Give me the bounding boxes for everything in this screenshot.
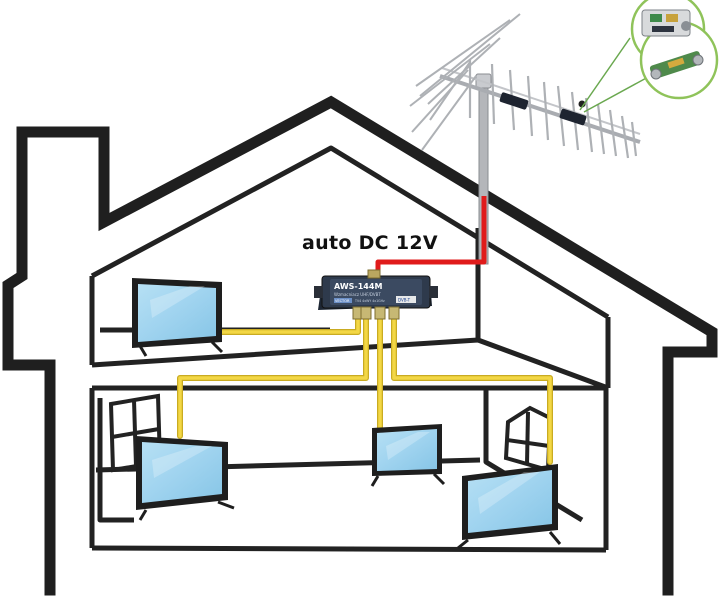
room-left-back-wall <box>97 398 134 523</box>
tv-icon-center <box>370 424 446 487</box>
power-callout-label: auto DC 12V <box>302 232 438 254</box>
window-icon-right <box>503 405 553 473</box>
house-outline <box>2 95 718 596</box>
connector-inset <box>630 0 719 100</box>
coax-left-tv <box>178 316 368 438</box>
coax-attic-tv <box>220 316 360 334</box>
tv-icon-left <box>136 436 235 521</box>
amplifier-spec-label: TV4 4xWY 4x1GHz <box>354 299 385 303</box>
amplifier-brand-badge: VECTOR <box>335 299 350 303</box>
amplifier-corner-badge: DVB-T <box>398 298 411 303</box>
inset-leader-lines <box>579 37 651 113</box>
power-cable <box>375 196 487 276</box>
antenna-boom <box>439 74 641 144</box>
amplifier-sub-label: Wzmacniacz UHF/DVBT <box>334 292 381 297</box>
amplifier-model-label: AWS-144M <box>334 282 382 291</box>
tv-icon-attic <box>132 278 224 357</box>
terminal-box-icon <box>641 9 691 37</box>
balun-icon <box>649 51 704 80</box>
roof-inner-line <box>90 145 610 320</box>
antenna-icon <box>409 13 641 265</box>
amplifier-icon: AWS-144M Wzmacniacz UHF/DVBT VECTOR TV4 … <box>314 269 438 320</box>
coax-cables <box>177 315 553 465</box>
coax-right-tv <box>392 316 552 464</box>
tv-icon-right <box>457 464 562 550</box>
ground-floor-floor <box>91 545 607 553</box>
house-outer-wall <box>2 95 718 596</box>
